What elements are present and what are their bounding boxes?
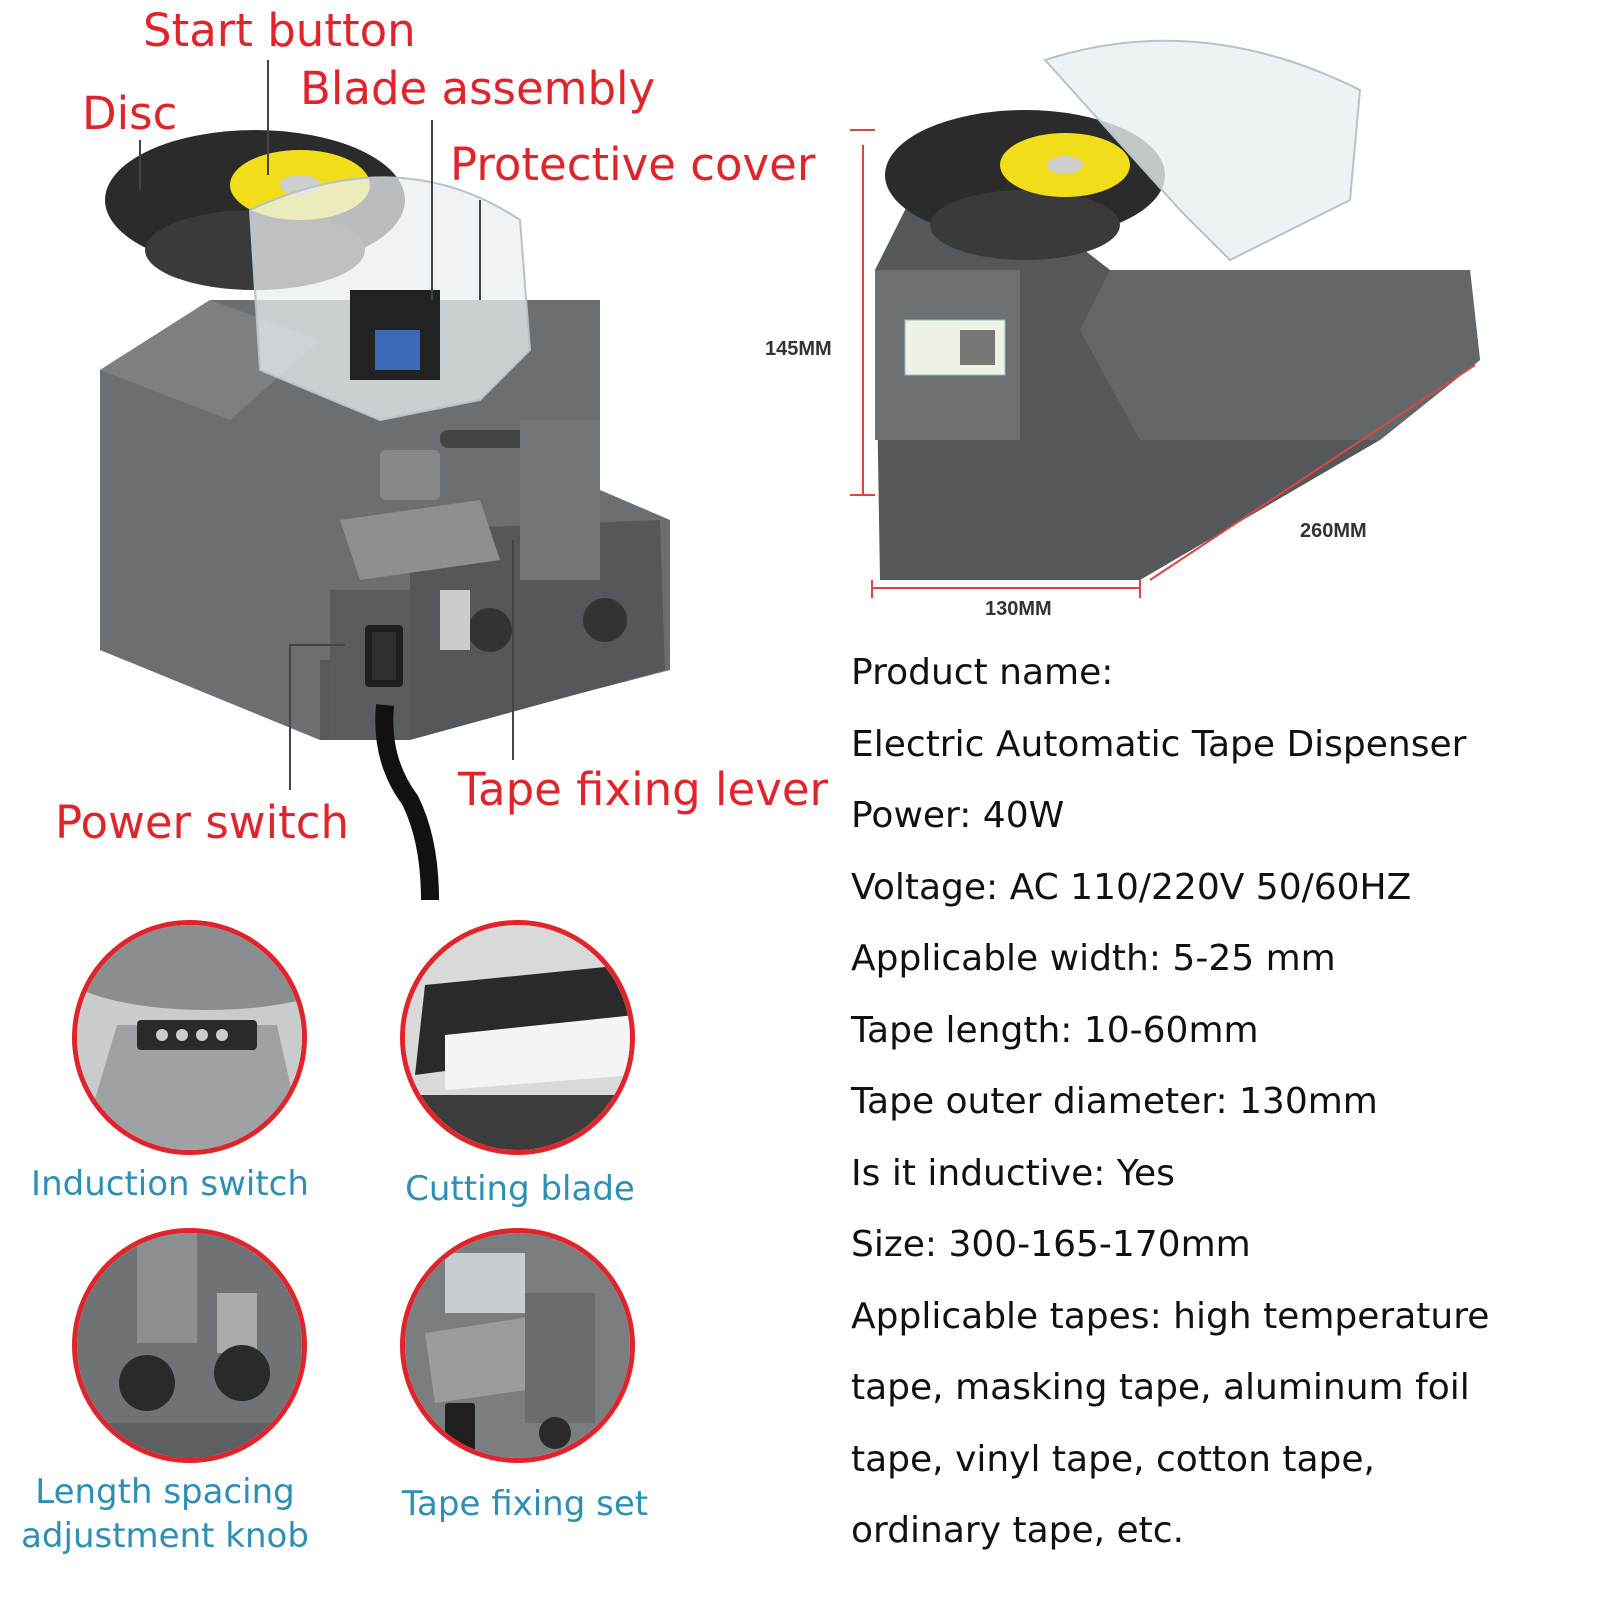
dim-protective-cover (1043, 39, 1362, 262)
spec-line: ordinary tape, etc. (851, 1510, 1185, 1551)
callout-blade-assembly: Blade assembly (300, 62, 656, 115)
detail-label-induction-switch: Induction switch (31, 1164, 309, 1204)
spec-line: Tape outer diameter: 130mm (851, 1081, 1378, 1122)
detail-length-spacing-knob-image (72, 1228, 307, 1463)
callout-protective-cover: Protective cover (450, 138, 816, 191)
detail-label-length-spacing-knob: Length spacing adjustment knob (21, 1472, 309, 1557)
detail-tape-fixing-set-image (400, 1228, 635, 1463)
knob-right (583, 598, 627, 642)
power-cord (375, 704, 439, 900)
spec-line: Electric Automatic Tape Dispenser (851, 724, 1467, 765)
detail-label-cutting-blade: Cutting blade (405, 1169, 635, 1209)
spec-line: tape, masking tape, aluminum foil (851, 1367, 1470, 1408)
callout-disc: Disc (82, 87, 178, 140)
detail-induction-switch-image (72, 920, 307, 1155)
detail-cutting-blade-image (400, 920, 635, 1155)
dimension-width: 130MM (985, 598, 1052, 620)
detail-label-tape-fixing-set: Tape fixing set (401, 1484, 649, 1524)
spec-line: tape, vinyl tape, cotton tape, (851, 1439, 1375, 1480)
spec-line: Tape length: 10-60mm (851, 1010, 1259, 1051)
callout-start-button: Start button (143, 4, 416, 57)
dimension-height: 145MM (765, 338, 832, 360)
spec-line: Applicable tapes: high temperature (851, 1296, 1490, 1337)
spec-line: Is it inductive: Yes (851, 1153, 1175, 1194)
knob-left (468, 608, 512, 652)
spec-line: Voltage: AC 110/220V 50/60HZ (851, 867, 1412, 908)
dimension-photo (850, 39, 1480, 598)
spec-line: Applicable width: 5-25 mm (851, 938, 1336, 979)
spec-line: Product name: (851, 652, 1114, 693)
main-product-photo (100, 60, 670, 900)
spec-line: Size: 300-165-170mm (851, 1224, 1251, 1265)
spec-line: Power: 40W (851, 795, 1065, 836)
callout-power-switch: Power switch (55, 796, 350, 849)
callout-tape-fixing-lever: Tape fixing lever (458, 763, 829, 816)
dimension-depth: 260MM (1300, 520, 1367, 542)
